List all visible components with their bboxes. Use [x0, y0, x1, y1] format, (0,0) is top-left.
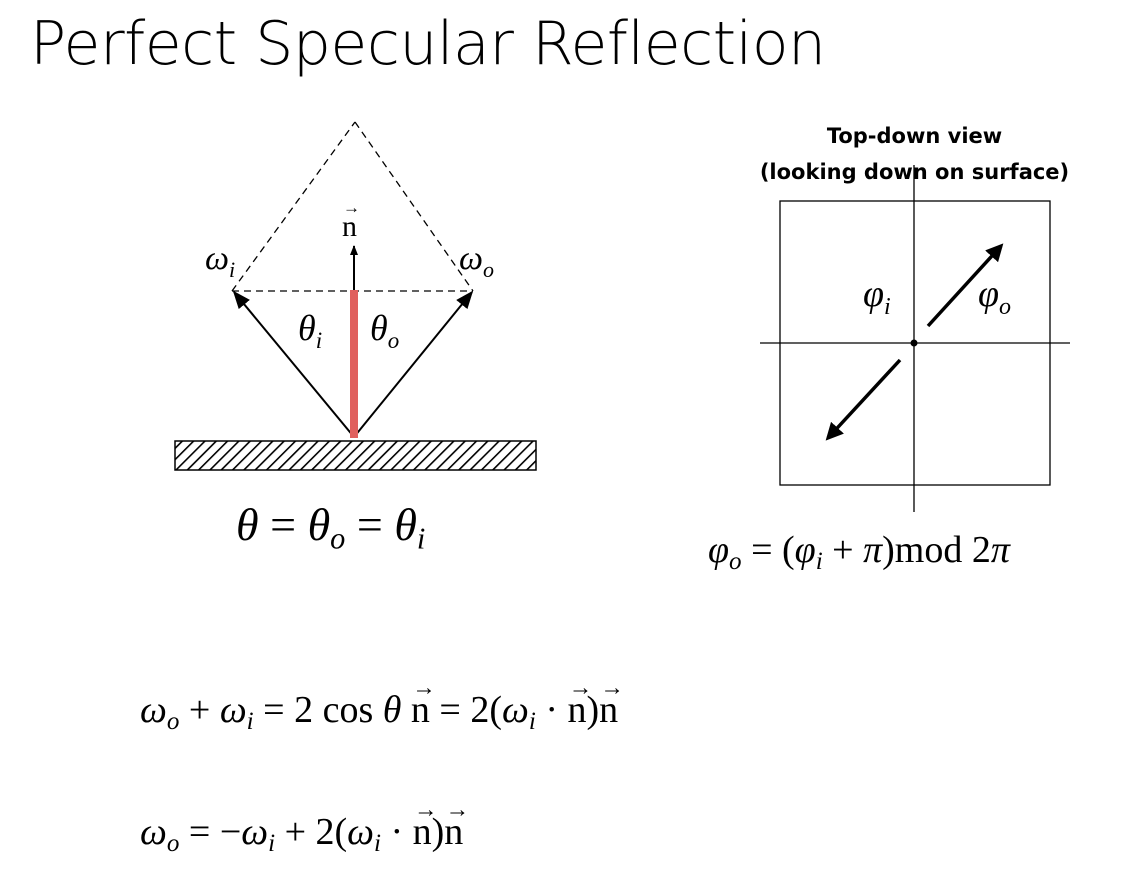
reflective-surface: [174, 440, 537, 471]
theta-o-label: θo: [370, 308, 399, 353]
phi-o-arrow: [926, 243, 1004, 328]
top-down-equation: φo = (φi + π)mod 2π: [708, 529, 1010, 576]
outgoing-label: ωo: [459, 240, 494, 282]
normal-vector-accent: →: [343, 198, 360, 217]
phi-i-label: φi: [863, 273, 891, 320]
origin-dot: [910, 339, 918, 347]
side-view-equation: θ = θo = θi: [236, 499, 426, 556]
dashed-line-right: [354, 121, 474, 292]
dashed-line-left: [231, 121, 356, 292]
reflection-equation-2: ωo = −ωi + 2(ωi · n)n: [140, 797, 469, 858]
theta-i-label: θi: [298, 308, 322, 353]
outgoing-direction-arrow: [353, 290, 474, 438]
phi-o-label: φo: [978, 273, 1011, 320]
normal-label: n: [342, 210, 357, 243]
reflection-equation-1: ωo + ωi = 2 cos θ n = 2(ωi · n)n: [140, 675, 624, 736]
incoming-label: ωi: [205, 240, 235, 282]
incoming-direction-arrow: [232, 290, 355, 438]
top-down-title-line1: Top-down view: [826, 124, 1003, 148]
slide-title: Perfect Specular Reflection: [30, 9, 826, 79]
phi-i-arrow: [825, 358, 902, 441]
